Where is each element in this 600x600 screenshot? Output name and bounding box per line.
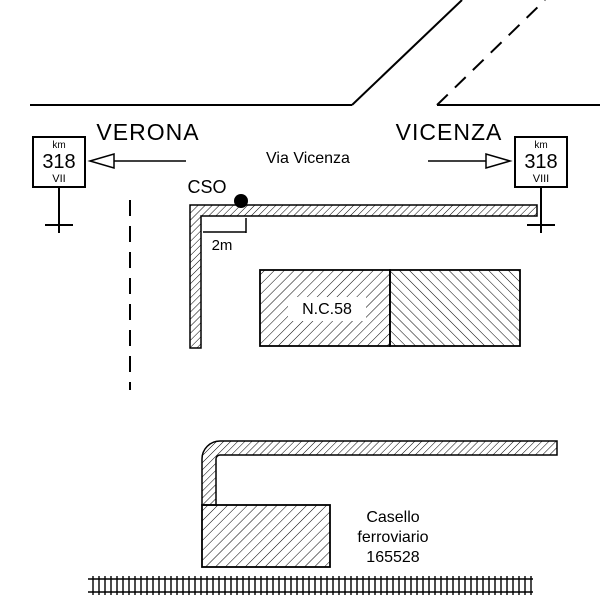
- vicenza-arrow-head: [485, 153, 513, 169]
- km-sign-right: km 318 VIII: [514, 136, 568, 233]
- casello-label: Casello ferroviario 165528: [357, 509, 428, 566]
- km-sign-left-unit: km: [52, 140, 65, 151]
- casello-label-line2: ferroviario: [357, 529, 428, 546]
- km-sign-left-value: 318: [42, 151, 75, 173]
- nc58-building-right-block: [389, 269, 521, 347]
- km-sign-right-box: [514, 136, 568, 188]
- vicenza-direction-arrow: [428, 153, 513, 169]
- boundary-wall: [189, 204, 538, 349]
- cso-label: CSO: [187, 177, 226, 197]
- km-sign-left: km 318 VII: [32, 136, 86, 233]
- verona-label: VERONA: [96, 119, 199, 145]
- nc58-label: N.C.58: [302, 301, 352, 318]
- lower-wall: [201, 440, 558, 506]
- casello-building: [201, 504, 331, 568]
- via-vicenza-label: Via Vicenza: [266, 150, 350, 167]
- km-sign-left-numeral: VII: [52, 173, 65, 185]
- km-sign-right-unit: km: [534, 140, 547, 151]
- vicenza-label: VICENZA: [396, 119, 503, 145]
- km-sign-left-box: [32, 136, 86, 188]
- km-sign-right-value: 318: [524, 151, 557, 173]
- branch-road-line: [351, 0, 463, 106]
- verona-arrow-head: [87, 153, 115, 169]
- verona-direction-arrow: [87, 153, 186, 169]
- railway-track: [88, 576, 533, 595]
- casello-label-line3: 165528: [366, 549, 419, 566]
- railway-ties: [88, 576, 533, 595]
- branch-road-dashed-line: [436, 0, 546, 106]
- km-sign-right-numeral: VIII: [533, 173, 550, 185]
- nc58-label-backplate: [288, 297, 366, 321]
- dimension-2m-label: 2m: [212, 237, 233, 254]
- nc58-building: N.C.58: [259, 269, 521, 347]
- casello-label-line1: Casello: [366, 509, 419, 526]
- dimension-2m: 2m: [203, 218, 247, 254]
